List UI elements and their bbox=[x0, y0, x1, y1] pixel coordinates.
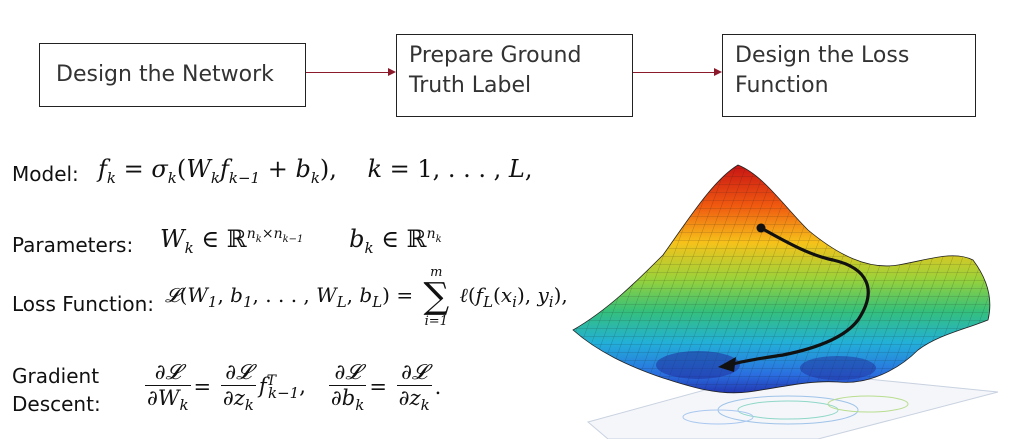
flow-box-design-network: Design the Network bbox=[39, 43, 306, 107]
descent-path bbox=[718, 223, 870, 372]
parameters-label: Parameters: bbox=[12, 233, 134, 257]
flow-box-ground-truth: Prepare Ground Truth Label bbox=[396, 34, 633, 117]
model-equation: fk = σk(Wkfk−1 + bk), k = 1, . . . , L, bbox=[98, 155, 533, 187]
flow-arrow bbox=[306, 68, 396, 76]
flow-box-label: Design the Loss Function bbox=[735, 43, 910, 98]
flow-box-label: Design the Network bbox=[56, 62, 274, 88]
parameters-equation: Wk ∈ ℝnk×nk−1 bk ∈ ℝnk bbox=[160, 225, 442, 257]
flow-box-label: Prepare Ground Truth Label bbox=[409, 43, 582, 98]
model-label: Model: bbox=[12, 162, 79, 186]
loss-surface-image bbox=[572, 164, 999, 439]
loss-equation: 𝓛(W1, b1, . . . , WL, bL) = m∑i=1 ℓ(fL(x… bbox=[165, 265, 568, 329]
loss-label: Loss Function: bbox=[12, 292, 155, 316]
gradient-descent-label: Gradient Descent: bbox=[12, 362, 101, 418]
flow-box-loss-function: Design the Loss Function bbox=[722, 34, 976, 117]
gradient-label: Gradient bbox=[12, 364, 100, 388]
surface-mesh bbox=[572, 164, 991, 394]
descent-label: Descent: bbox=[12, 392, 101, 416]
flow-arrow bbox=[633, 68, 722, 76]
